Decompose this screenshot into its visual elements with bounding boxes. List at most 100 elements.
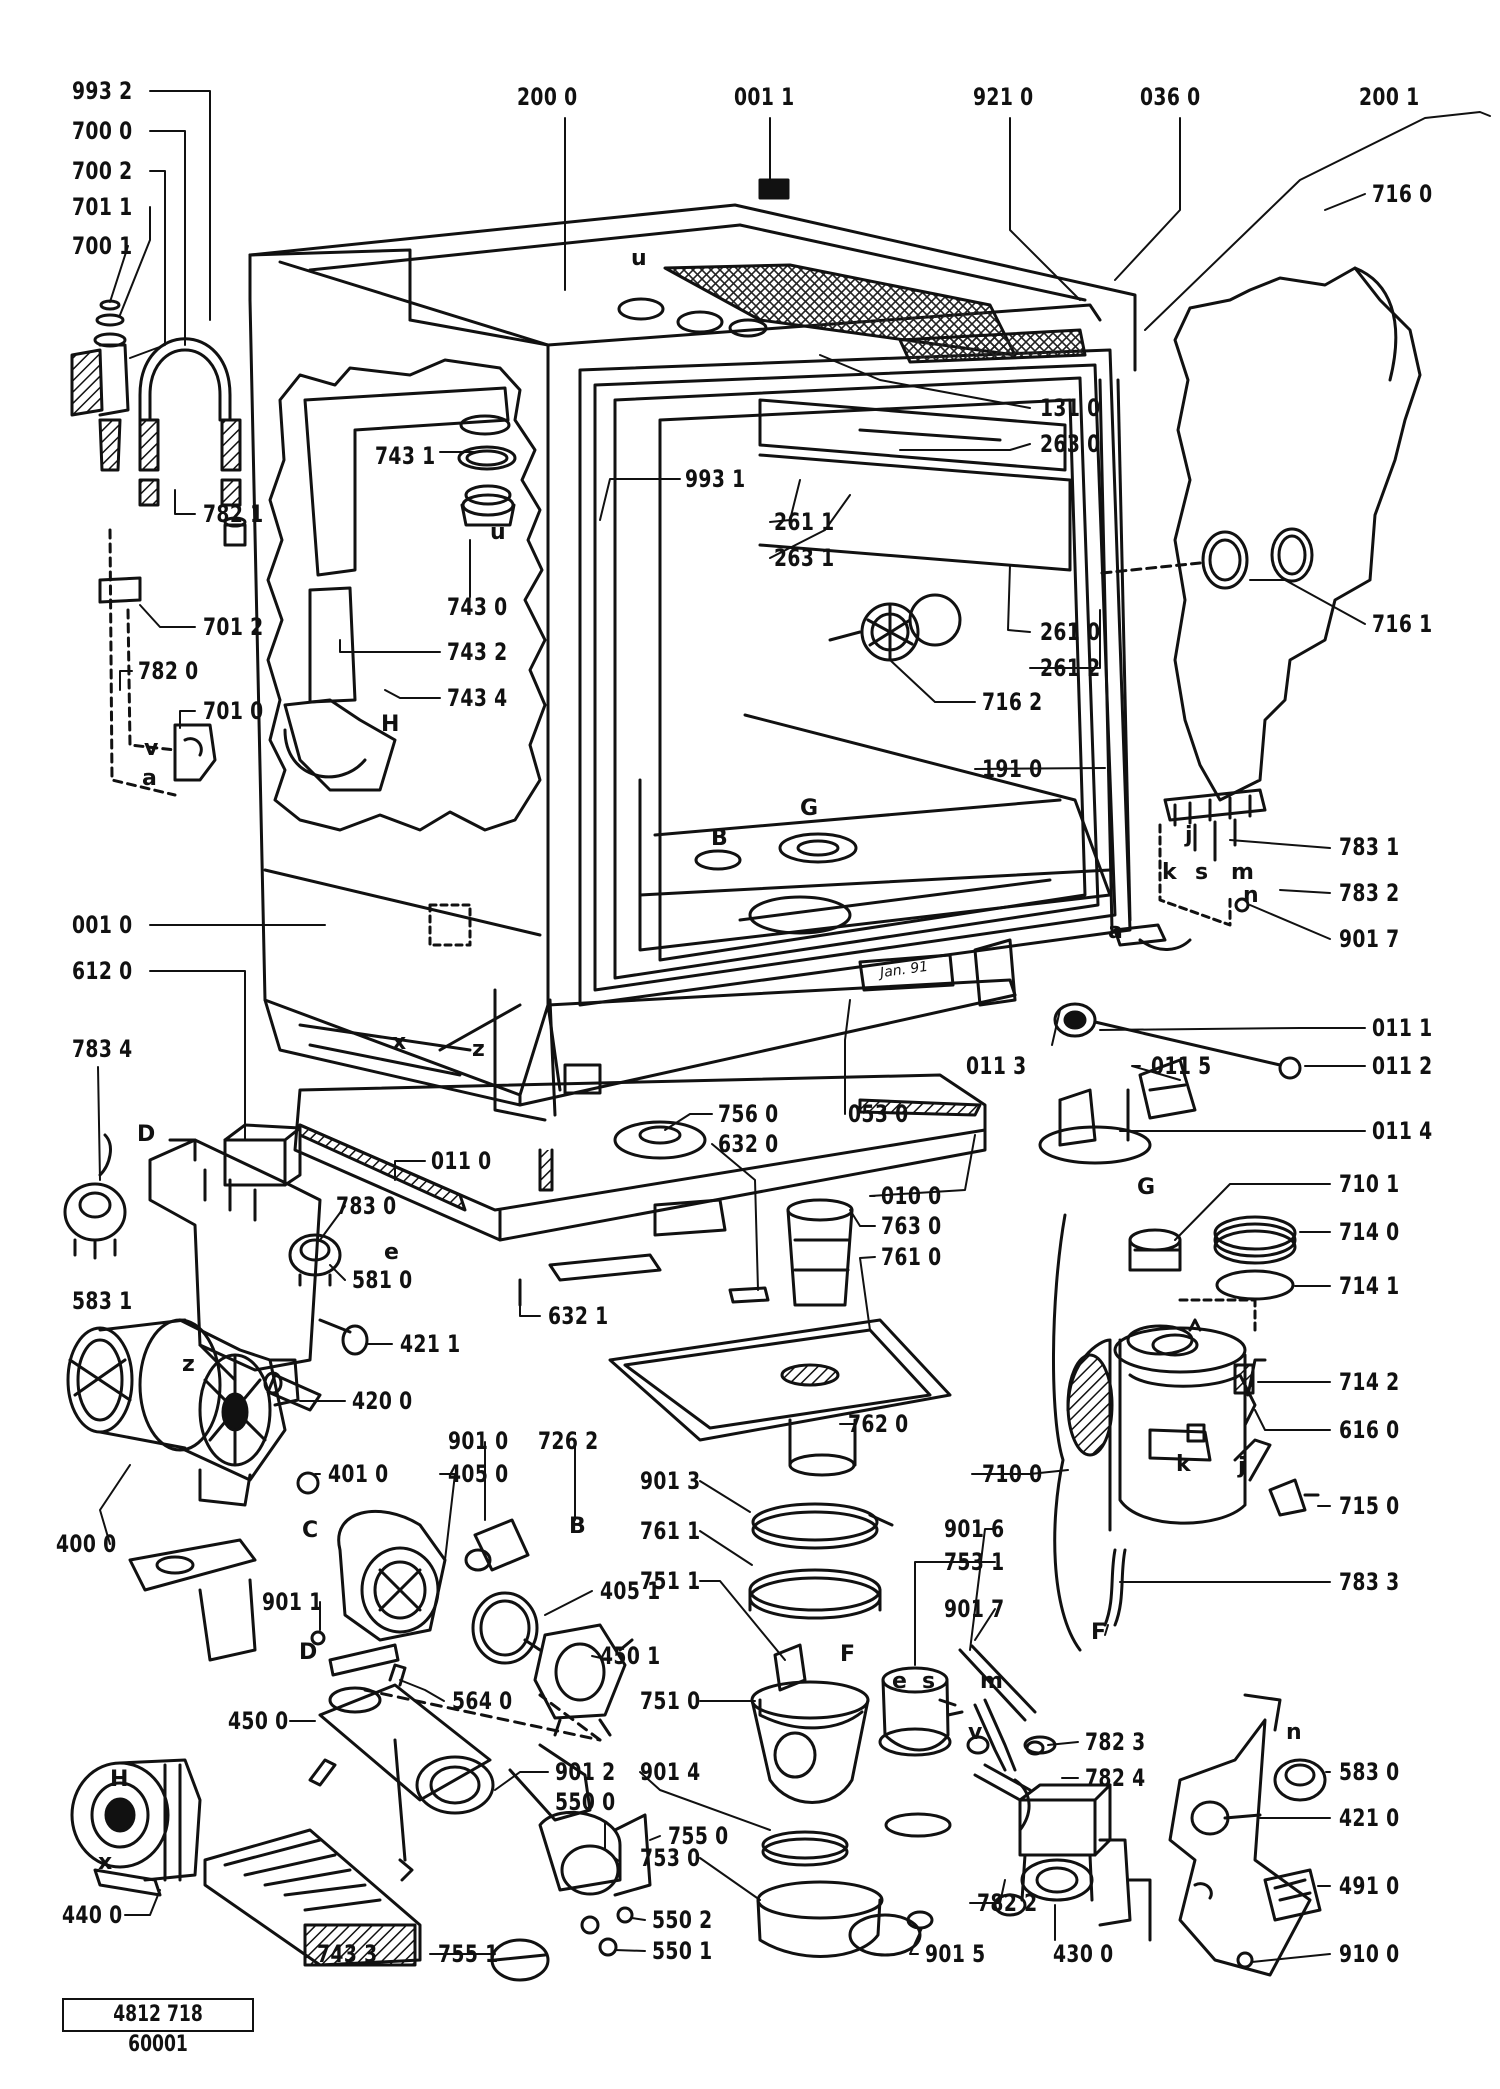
connection-letter-label: k bbox=[1162, 860, 1177, 885]
connection-letter-label: e bbox=[384, 1240, 399, 1265]
connection-letter-label: F bbox=[840, 1642, 856, 1667]
part-label: 751 1 bbox=[640, 1567, 701, 1595]
part-label: 714 2 bbox=[1339, 1368, 1400, 1396]
inlet-hose-assembly bbox=[70, 299, 247, 797]
part-label: 910 0 bbox=[1339, 1940, 1400, 1968]
connection-letter-label: z bbox=[472, 1037, 485, 1062]
part-label: 993 2 bbox=[72, 77, 133, 105]
part-label: 191 0 bbox=[982, 755, 1043, 783]
connection-letter-label: H bbox=[110, 1767, 129, 1792]
part-label: 632 0 bbox=[718, 1130, 779, 1158]
part-label: 440 0 bbox=[62, 1901, 123, 1929]
part-label: 701 1 bbox=[72, 193, 133, 221]
part-label: 400 0 bbox=[56, 1530, 117, 1558]
part-label: 011 0 bbox=[431, 1147, 492, 1175]
part-label: 783 4 bbox=[72, 1035, 133, 1063]
part-label: 550 1 bbox=[652, 1937, 713, 1965]
leader-lines bbox=[97, 90, 1491, 1963]
part-label: 761 1 bbox=[640, 1517, 701, 1545]
part-label: 011 3 bbox=[966, 1052, 1027, 1080]
part-label: 200 0 bbox=[517, 83, 578, 111]
part-label: 782 4 bbox=[1085, 1764, 1146, 1792]
connection-letter-label: x bbox=[392, 1030, 407, 1055]
part-label: 726 2 bbox=[538, 1427, 599, 1455]
connection-letter-label: D bbox=[299, 1640, 318, 1665]
part-label: 743 1 bbox=[375, 442, 436, 470]
connection-letter-label: B bbox=[569, 1514, 586, 1539]
connection-letter-label: B bbox=[711, 826, 728, 851]
part-label: 405 1 bbox=[600, 1577, 661, 1605]
part-label: 756 0 bbox=[718, 1100, 779, 1128]
part-label: 762 0 bbox=[848, 1410, 909, 1438]
part-label: 700 2 bbox=[72, 157, 133, 185]
part-label: 263 1 bbox=[774, 544, 835, 572]
part-label: 010 0 bbox=[881, 1182, 942, 1210]
connection-letter-label: z bbox=[182, 1352, 195, 1377]
part-label: 901 7 bbox=[944, 1595, 1005, 1623]
connection-letter-label: F bbox=[1091, 1620, 1107, 1645]
part-label: 700 0 bbox=[72, 117, 133, 145]
connection-letter-label: x bbox=[98, 1850, 113, 1875]
connection-letter-label: n bbox=[1286, 1720, 1302, 1745]
part-label: 261 1 bbox=[774, 508, 835, 536]
part-label: 616 0 bbox=[1339, 1416, 1400, 1444]
part-label: 036 0 bbox=[1140, 83, 1201, 111]
part-label: 430 0 bbox=[1053, 1940, 1114, 1968]
part-label: 710 0 bbox=[982, 1460, 1043, 1488]
connection-letter-label: s bbox=[1195, 860, 1209, 885]
document-number: 4812 718 60001 bbox=[113, 2002, 203, 2057]
part-label: 715 0 bbox=[1339, 1492, 1400, 1520]
part-label: 743 2 bbox=[447, 638, 508, 666]
part-label: 743 4 bbox=[447, 684, 508, 712]
part-label: 755 0 bbox=[668, 1822, 729, 1850]
connection-letter-label: G bbox=[800, 796, 819, 821]
part-label: 011 4 bbox=[1372, 1117, 1433, 1145]
drain-fan-assembly bbox=[70, 1758, 422, 1967]
connection-letter-label: s bbox=[922, 1669, 936, 1694]
part-label: 716 0 bbox=[1372, 180, 1433, 208]
part-label: 782 0 bbox=[138, 657, 199, 685]
part-label: 901 5 bbox=[925, 1940, 986, 1968]
part-label: 783 3 bbox=[1339, 1568, 1400, 1596]
part-label: 755 1 bbox=[438, 1940, 499, 1968]
connection-letter-label: j bbox=[1185, 823, 1193, 848]
part-label: 753 1 bbox=[944, 1548, 1005, 1576]
part-label: 011 5 bbox=[1151, 1052, 1212, 1080]
part-label: 491 0 bbox=[1339, 1872, 1400, 1900]
part-label: 001 1 bbox=[734, 83, 795, 111]
connection-letter-label: m bbox=[980, 1669, 1003, 1694]
part-label: 901 0 bbox=[448, 1427, 509, 1455]
connection-letter-label: D bbox=[137, 1122, 156, 1147]
part-label: 782 2 bbox=[977, 1889, 1038, 1917]
control-bracket bbox=[63, 1123, 369, 1412]
part-label: 714 0 bbox=[1339, 1218, 1400, 1246]
part-label: 901 6 bbox=[944, 1515, 1005, 1543]
part-label: 001 0 bbox=[72, 911, 133, 939]
connection-letter-label: H bbox=[381, 712, 400, 737]
base-pan bbox=[293, 1073, 987, 1307]
part-label: 700 1 bbox=[72, 232, 133, 260]
part-label: 053 0 bbox=[848, 1100, 909, 1128]
part-label: 901 7 bbox=[1339, 925, 1400, 953]
part-label: 450 1 bbox=[600, 1642, 661, 1670]
connection-letter-label: a bbox=[142, 766, 157, 791]
part-label: 263 0 bbox=[1040, 430, 1101, 458]
part-label: 011 1 bbox=[1372, 1014, 1433, 1042]
part-label: 550 0 bbox=[555, 1788, 616, 1816]
connection-letter-label: k bbox=[1176, 1452, 1191, 1477]
part-label: 261 2 bbox=[1040, 654, 1101, 682]
part-label: 783 1 bbox=[1339, 833, 1400, 861]
connection-letter-label: C bbox=[302, 1518, 319, 1543]
part-label: 564 0 bbox=[452, 1687, 513, 1715]
part-label: 782 1 bbox=[203, 500, 264, 528]
part-label: 783 0 bbox=[336, 1192, 397, 1220]
part-label: 901 2 bbox=[555, 1758, 616, 1786]
connection-letter-label: v bbox=[968, 1720, 983, 1745]
part-label: 716 1 bbox=[1372, 610, 1433, 638]
part-label: 450 0 bbox=[228, 1707, 289, 1735]
part-label: 710 1 bbox=[1339, 1170, 1400, 1198]
sump-assembly bbox=[490, 1198, 952, 1982]
part-label: 716 2 bbox=[982, 688, 1043, 716]
